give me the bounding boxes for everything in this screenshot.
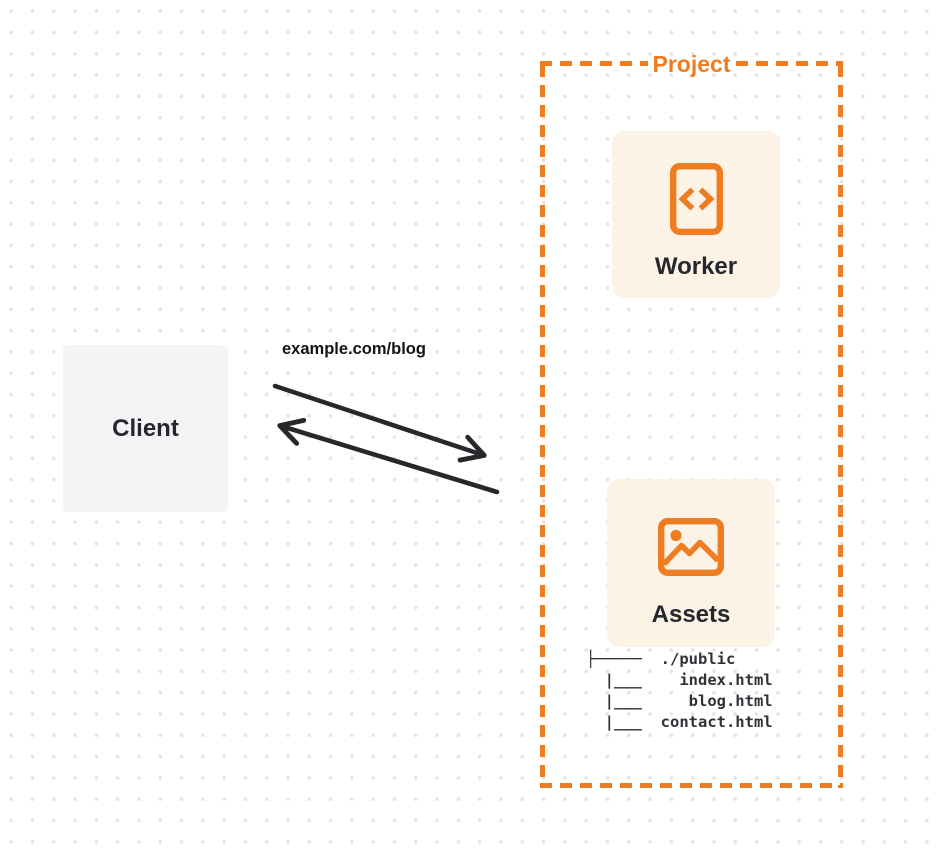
file-tree-line: |___ index.html: [586, 671, 773, 689]
assets-icon-wrap: [658, 499, 724, 595]
project-border-bottom: [540, 783, 843, 788]
request-url-label: example.com/blog: [282, 340, 426, 358]
file-tree-line: |___ contact.html: [586, 713, 773, 731]
worker-node: Worker: [612, 131, 780, 298]
assets-node: Assets: [607, 479, 775, 647]
worker-icon-wrap: [669, 151, 723, 247]
project-boundary: Project Worker: [540, 51, 844, 788]
client-label: Client: [112, 414, 179, 442]
assets-label: Assets: [651, 601, 731, 628]
dash-segment-left: [540, 61, 648, 66]
response-arrow: [277, 417, 500, 495]
worker-label: Worker: [654, 253, 738, 280]
project-border-right: [838, 65, 843, 788]
dash-segment-right: [735, 61, 844, 66]
image-icon: [658, 518, 724, 576]
code-file-icon: [669, 163, 723, 235]
project-label: Project: [652, 50, 731, 77]
assets-file-tree: ├───── ./public |___ index.html |___ blo…: [586, 649, 773, 733]
file-tree-line: |___ blog.html: [586, 692, 773, 710]
project-border-left: [540, 65, 545, 788]
project-border-top: Project: [540, 50, 844, 77]
request-arrow: [272, 383, 487, 463]
client-node: Client: [63, 345, 228, 512]
file-tree-line: ├───── ./public: [586, 650, 736, 668]
